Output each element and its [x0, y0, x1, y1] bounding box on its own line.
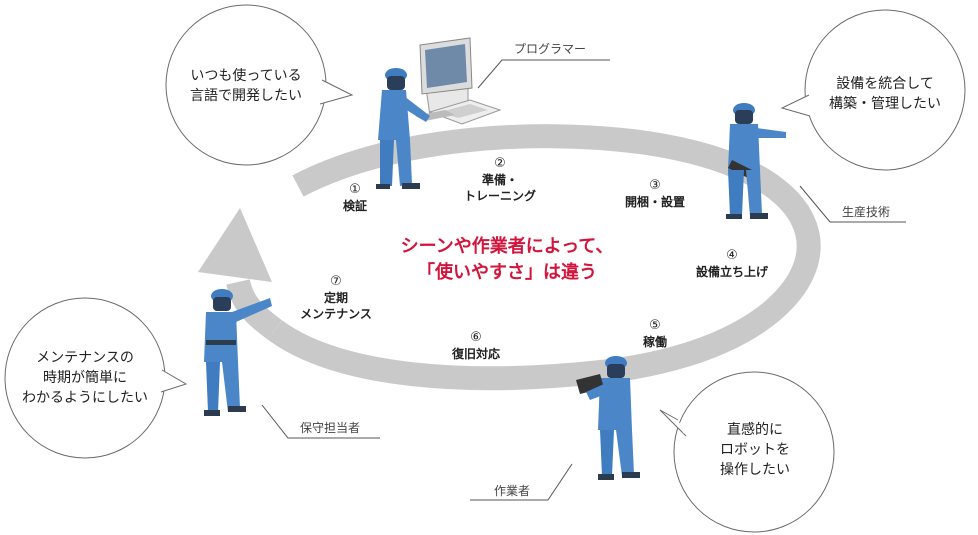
step-1-label: 検証 [342, 199, 367, 213]
leader-engineer [799, 185, 906, 223]
cycle-arrow-ring [267, 124, 821, 391]
step-5: ⑤ 稼働 [630, 318, 680, 350]
step-1: ① 検証 [330, 182, 380, 214]
step-7-label: 定期 [323, 291, 348, 305]
center-message: シーンや作業者によって、 「使いやすさ」は違う [372, 234, 642, 286]
role-programmer: プログラマー [514, 42, 587, 56]
step-7: ⑦ 定期 メンテナンス [288, 274, 384, 322]
step-6-label: 復旧対応 [451, 347, 500, 361]
step-4-number: ④ [726, 248, 738, 263]
engineer-figure [726, 103, 786, 219]
step-2-number: ② [494, 156, 506, 171]
step-1-number: ① [349, 182, 361, 197]
center-message-line2: 「使いやすさ」は違う [417, 262, 597, 283]
programmer-figure [376, 37, 502, 189]
leader-programmer [477, 59, 610, 89]
maintenance-figure [204, 289, 272, 416]
step-4: ④ 設備立ち上げ [680, 248, 784, 280]
bubble-operator-line3: 操作したい [720, 462, 790, 478]
step-2-label-line2: トレーニング [463, 189, 536, 203]
operator-figure [576, 356, 640, 480]
bubble-programmer-text: いつも使っている 言語で開発したい [176, 66, 316, 106]
bubble-maintenance-line3: わかるようにしたい [22, 390, 148, 406]
bubble-maintenance-line2: 時期が簡単に [43, 370, 127, 386]
cycle-arrow-head [198, 208, 272, 282]
bubble-maintenance-text: メンテナンスの 時期が簡単に わかるようにしたい [10, 348, 160, 408]
bubble-operator-text: 直感的に ロボットを 操作したい [690, 420, 820, 480]
leader-maintenance [261, 404, 380, 439]
bubble-programmer-shape [165, 4, 354, 166]
bubble-engineer-shape [780, 9, 966, 171]
step-3: ③ 開梱・設置 [610, 178, 700, 210]
step-2: ② 準備・ トレーニング [450, 156, 550, 204]
bubble-maintenance-line1: メンテナンスの [36, 350, 134, 366]
step-7-number: ⑦ [330, 274, 342, 289]
leader-operator [470, 463, 573, 501]
bubble-programmer-line1: いつも使っている [190, 68, 302, 84]
bubble-operator-line1: 直感的に [727, 422, 783, 438]
bubble-engineer-line2: 構築・管理したい [829, 96, 941, 112]
center-message-line1: シーンや作業者によって、 [400, 236, 614, 257]
step-6: ⑥ 復旧対応 [436, 330, 516, 362]
role-operator: 作業者 [494, 484, 531, 498]
bubble-engineer-line1: 設備を統合して [836, 76, 934, 92]
step-6-number: ⑥ [470, 330, 482, 345]
bubble-operator-shape [659, 371, 835, 533]
step-7-label-line2: メンテナンス [300, 307, 372, 321]
role-production-engineer: 生産技術 [842, 205, 891, 219]
step-2-label: 準備・ [481, 173, 518, 187]
bubble-maintenance-shape [4, 297, 188, 459]
step-3-label: 開梱・設置 [624, 195, 685, 209]
step-5-label: 稼働 [642, 335, 667, 349]
step-5-number: ⑤ [649, 318, 661, 333]
role-maintenance: 保守担当者 [300, 421, 361, 435]
step-3-number: ③ [649, 178, 661, 193]
bubble-operator-line2: ロボットを [720, 442, 790, 458]
bubble-programmer-line2: 言語で開発したい [190, 88, 302, 104]
step-4-label: 設備立ち上げ [695, 265, 768, 279]
bubble-engineer-text: 設備を統合して 構築・管理したい [815, 74, 955, 114]
